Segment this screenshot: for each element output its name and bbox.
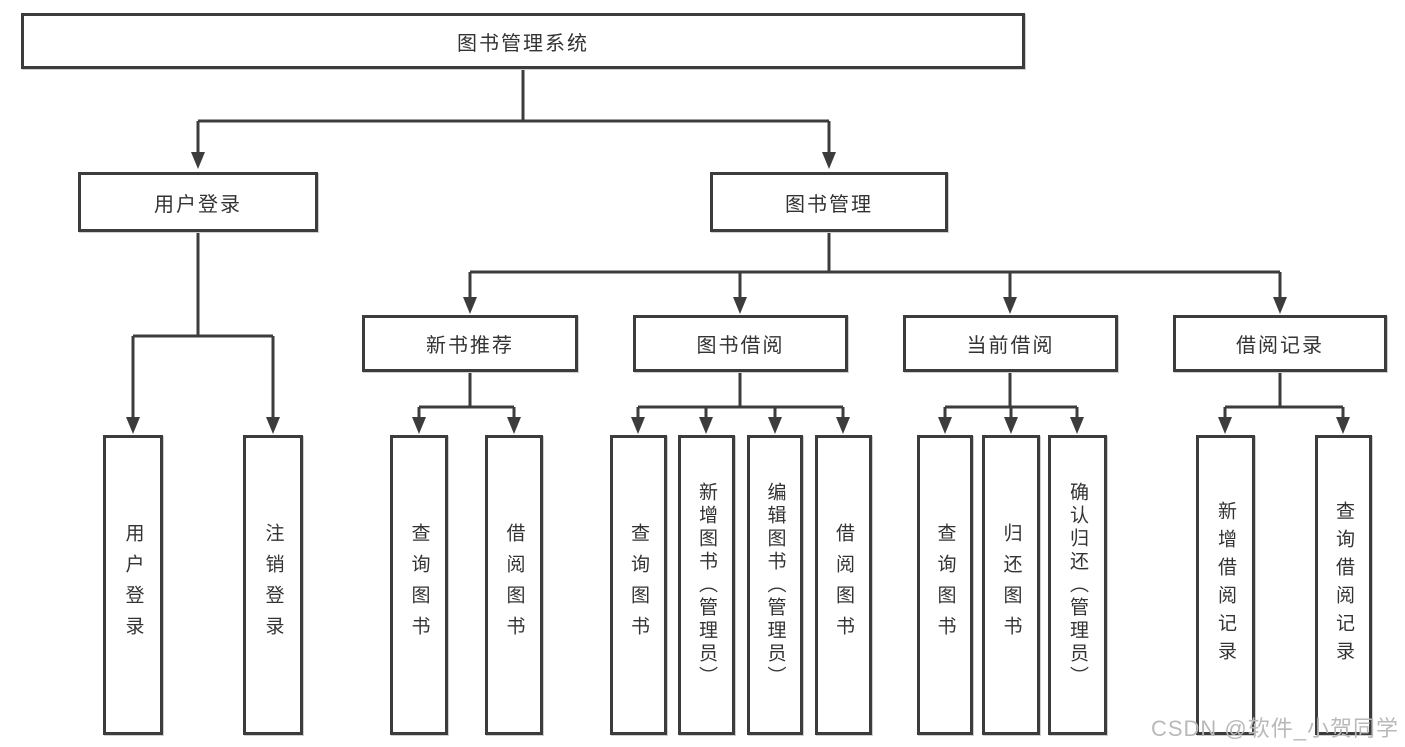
- node-label: 借阅图书: [503, 523, 525, 647]
- node-label: 查询借阅记录: [1333, 501, 1354, 669]
- node-query-books: 查询图书: [390, 435, 448, 735]
- node-label: 查询图书: [934, 523, 956, 647]
- node-new-book-recommend: 新书推荐: [362, 315, 578, 372]
- node-query-books: 查询图书: [610, 435, 667, 735]
- node-label: 新增图书（管理员）: [696, 481, 717, 689]
- node-library-management-system: 图书管理系统: [21, 13, 1025, 69]
- node-add-books-admin: 新增图书（管理员）: [678, 435, 735, 735]
- node-user-login: 用户登录: [103, 435, 163, 735]
- node-query-books: 查询图书: [917, 435, 973, 735]
- node-label: 查询图书: [408, 523, 430, 647]
- node-label: 注销登录: [262, 523, 284, 647]
- node-return-books: 归还图书: [982, 435, 1040, 735]
- node-query-borrow-record: 查询借阅记录: [1315, 435, 1372, 735]
- node-edit-books-admin: 编辑图书（管理员）: [747, 435, 803, 735]
- node-borrow-records: 借阅记录: [1173, 315, 1387, 372]
- node-borrow-books: 借阅图书: [485, 435, 543, 735]
- connector-paths: [131, 69, 1345, 419]
- node-book-management-branch: 图书管理: [710, 172, 948, 232]
- node-current-borrow: 当前借阅: [903, 315, 1118, 372]
- node-logout: 注销登录: [243, 435, 303, 735]
- node-label: 新增借阅记录: [1215, 501, 1236, 669]
- node-add-borrow-record: 新增借阅记录: [1196, 435, 1255, 735]
- node-book-borrow: 图书借阅: [633, 315, 848, 372]
- node-label: 确认归还（管理员）: [1067, 481, 1088, 689]
- node-label: 借阅图书: [833, 523, 854, 647]
- node-user-login-branch: 用户登录: [78, 172, 318, 232]
- node-label: 用户登录: [122, 523, 144, 647]
- node-label: 查询图书: [628, 523, 649, 647]
- node-confirm-return-admin: 确认归还（管理员）: [1048, 435, 1107, 735]
- node-label: 归还图书: [1000, 523, 1022, 647]
- node-borrow-books: 借阅图书: [815, 435, 872, 735]
- node-label: 编辑图书（管理员）: [764, 481, 786, 689]
- arrowheads: [126, 152, 1350, 434]
